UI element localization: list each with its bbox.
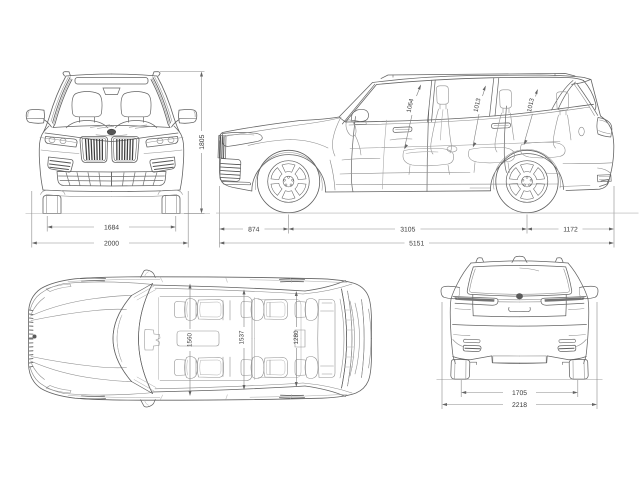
svg-text:1172: 1172	[563, 226, 578, 233]
svg-text:1013: 1013	[526, 97, 536, 113]
svg-text:1684: 1684	[104, 224, 119, 231]
svg-text:1805: 1805	[199, 134, 206, 149]
svg-text:1064: 1064	[406, 98, 416, 114]
svg-text:1537: 1537	[239, 330, 246, 345]
svg-text:1013: 1013	[473, 97, 483, 113]
svg-text:5151: 5151	[409, 240, 424, 247]
svg-text:1705: 1705	[512, 390, 527, 397]
svg-text:2000: 2000	[104, 240, 119, 247]
svg-text:3105: 3105	[400, 226, 415, 233]
svg-text:874: 874	[248, 226, 260, 233]
svg-text:2218: 2218	[512, 402, 527, 409]
svg-text:1280: 1280	[293, 330, 300, 345]
svg-text:1560: 1560	[186, 333, 193, 348]
